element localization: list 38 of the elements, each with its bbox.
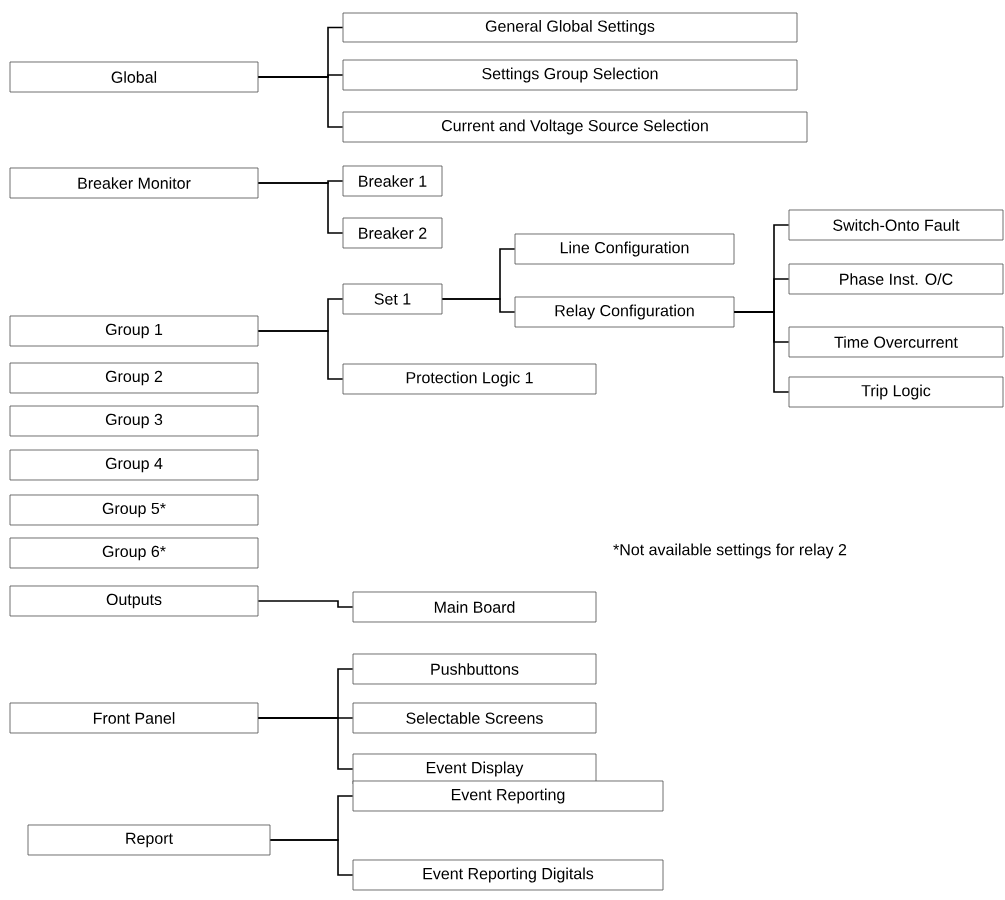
note-text: *Not available settings for relay 2: [613, 543, 847, 559]
connector-line: [269, 839, 354, 876]
menu-box: Phase Inst. O/C: [788, 263, 1004, 295]
menu-box: Group 3: [9, 405, 259, 437]
menu-box: Group 2: [9, 362, 259, 394]
menu-box: Trip Logic: [788, 376, 1004, 408]
connector-line: [257, 182, 344, 234]
menu-box: Outputs: [9, 585, 259, 617]
connector-line: [257, 717, 354, 770]
menu-box: Protection Logic 1: [342, 363, 597, 395]
connector-line: [733, 311, 790, 393]
menu-box: Group 4: [9, 449, 259, 481]
menu-box: Breaker 2: [342, 217, 443, 249]
menu-box: Set 1: [342, 283, 443, 315]
menu-box: Group 5*: [9, 494, 259, 526]
menu-box: Group 6*: [9, 537, 259, 569]
menu-box: Group 1: [9, 315, 259, 347]
menu-box: Event Reporting: [352, 780, 664, 812]
connector-line: [441, 298, 516, 313]
menu-box: Front Panel: [9, 702, 259, 734]
menu-box: Event Reporting Digitals: [352, 859, 664, 891]
menu-box: Report: [27, 824, 271, 856]
menu-box: Selectable Screens: [352, 702, 597, 734]
menu-box: Relay Configuration: [514, 296, 735, 328]
menu-box: General Global Settings: [342, 12, 798, 43]
menu-box: Main Board: [352, 591, 597, 623]
menu-box: Pushbuttons: [352, 653, 597, 685]
menu-box: Switch-Onto Fault: [788, 209, 1004, 241]
menu-box: Current and Voltage Source Selection: [342, 111, 808, 143]
menu-box: Breaker 1: [342, 165, 443, 197]
menu-box: Settings Group Selection: [342, 59, 798, 91]
menu-box: Time Overcurrent: [788, 326, 1004, 358]
connector-line: [257, 600, 354, 608]
menu-box: Line Configuration: [514, 233, 735, 265]
menu-box: Global: [9, 61, 259, 93]
connector-line: [257, 76, 344, 128]
connector-line: [257, 330, 344, 380]
menu-box: Breaker Monitor: [9, 167, 259, 199]
